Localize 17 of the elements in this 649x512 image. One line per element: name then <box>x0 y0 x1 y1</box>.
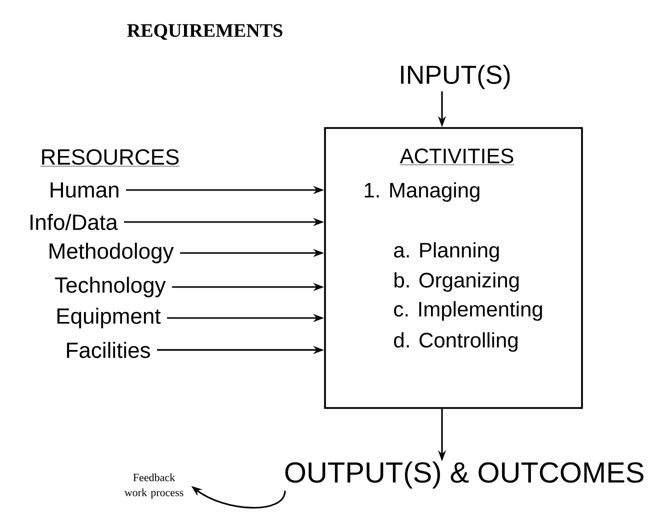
resource-label: Equipment <box>57 308 161 328</box>
list-item: c. Implementing <box>394 301 542 321</box>
heading: RESOURCES <box>40 149 180 166</box>
feedback-label: Feedback work process <box>124 474 184 498</box>
input-label: INPUT(S) <box>401 64 510 90</box>
list-item: a. Planning <box>394 242 499 262</box>
list-item: 1. Managing <box>364 182 480 202</box>
list-item: d. Controlling <box>394 332 518 352</box>
output-label: OUTPUT(S) & OUTCOMES <box>285 461 644 488</box>
resource-label: Facilities <box>67 342 150 358</box>
list-item: b. Organizing <box>394 272 519 292</box>
resource-label: Human <box>50 182 118 198</box>
box-heading: ACTIVITIES <box>400 148 514 166</box>
resource-label: Technology <box>55 276 166 298</box>
resource-label: Info/Data <box>30 214 118 230</box>
resource-label: Methodology <box>50 242 174 264</box>
title: REQUIREMENTS <box>127 24 282 40</box>
